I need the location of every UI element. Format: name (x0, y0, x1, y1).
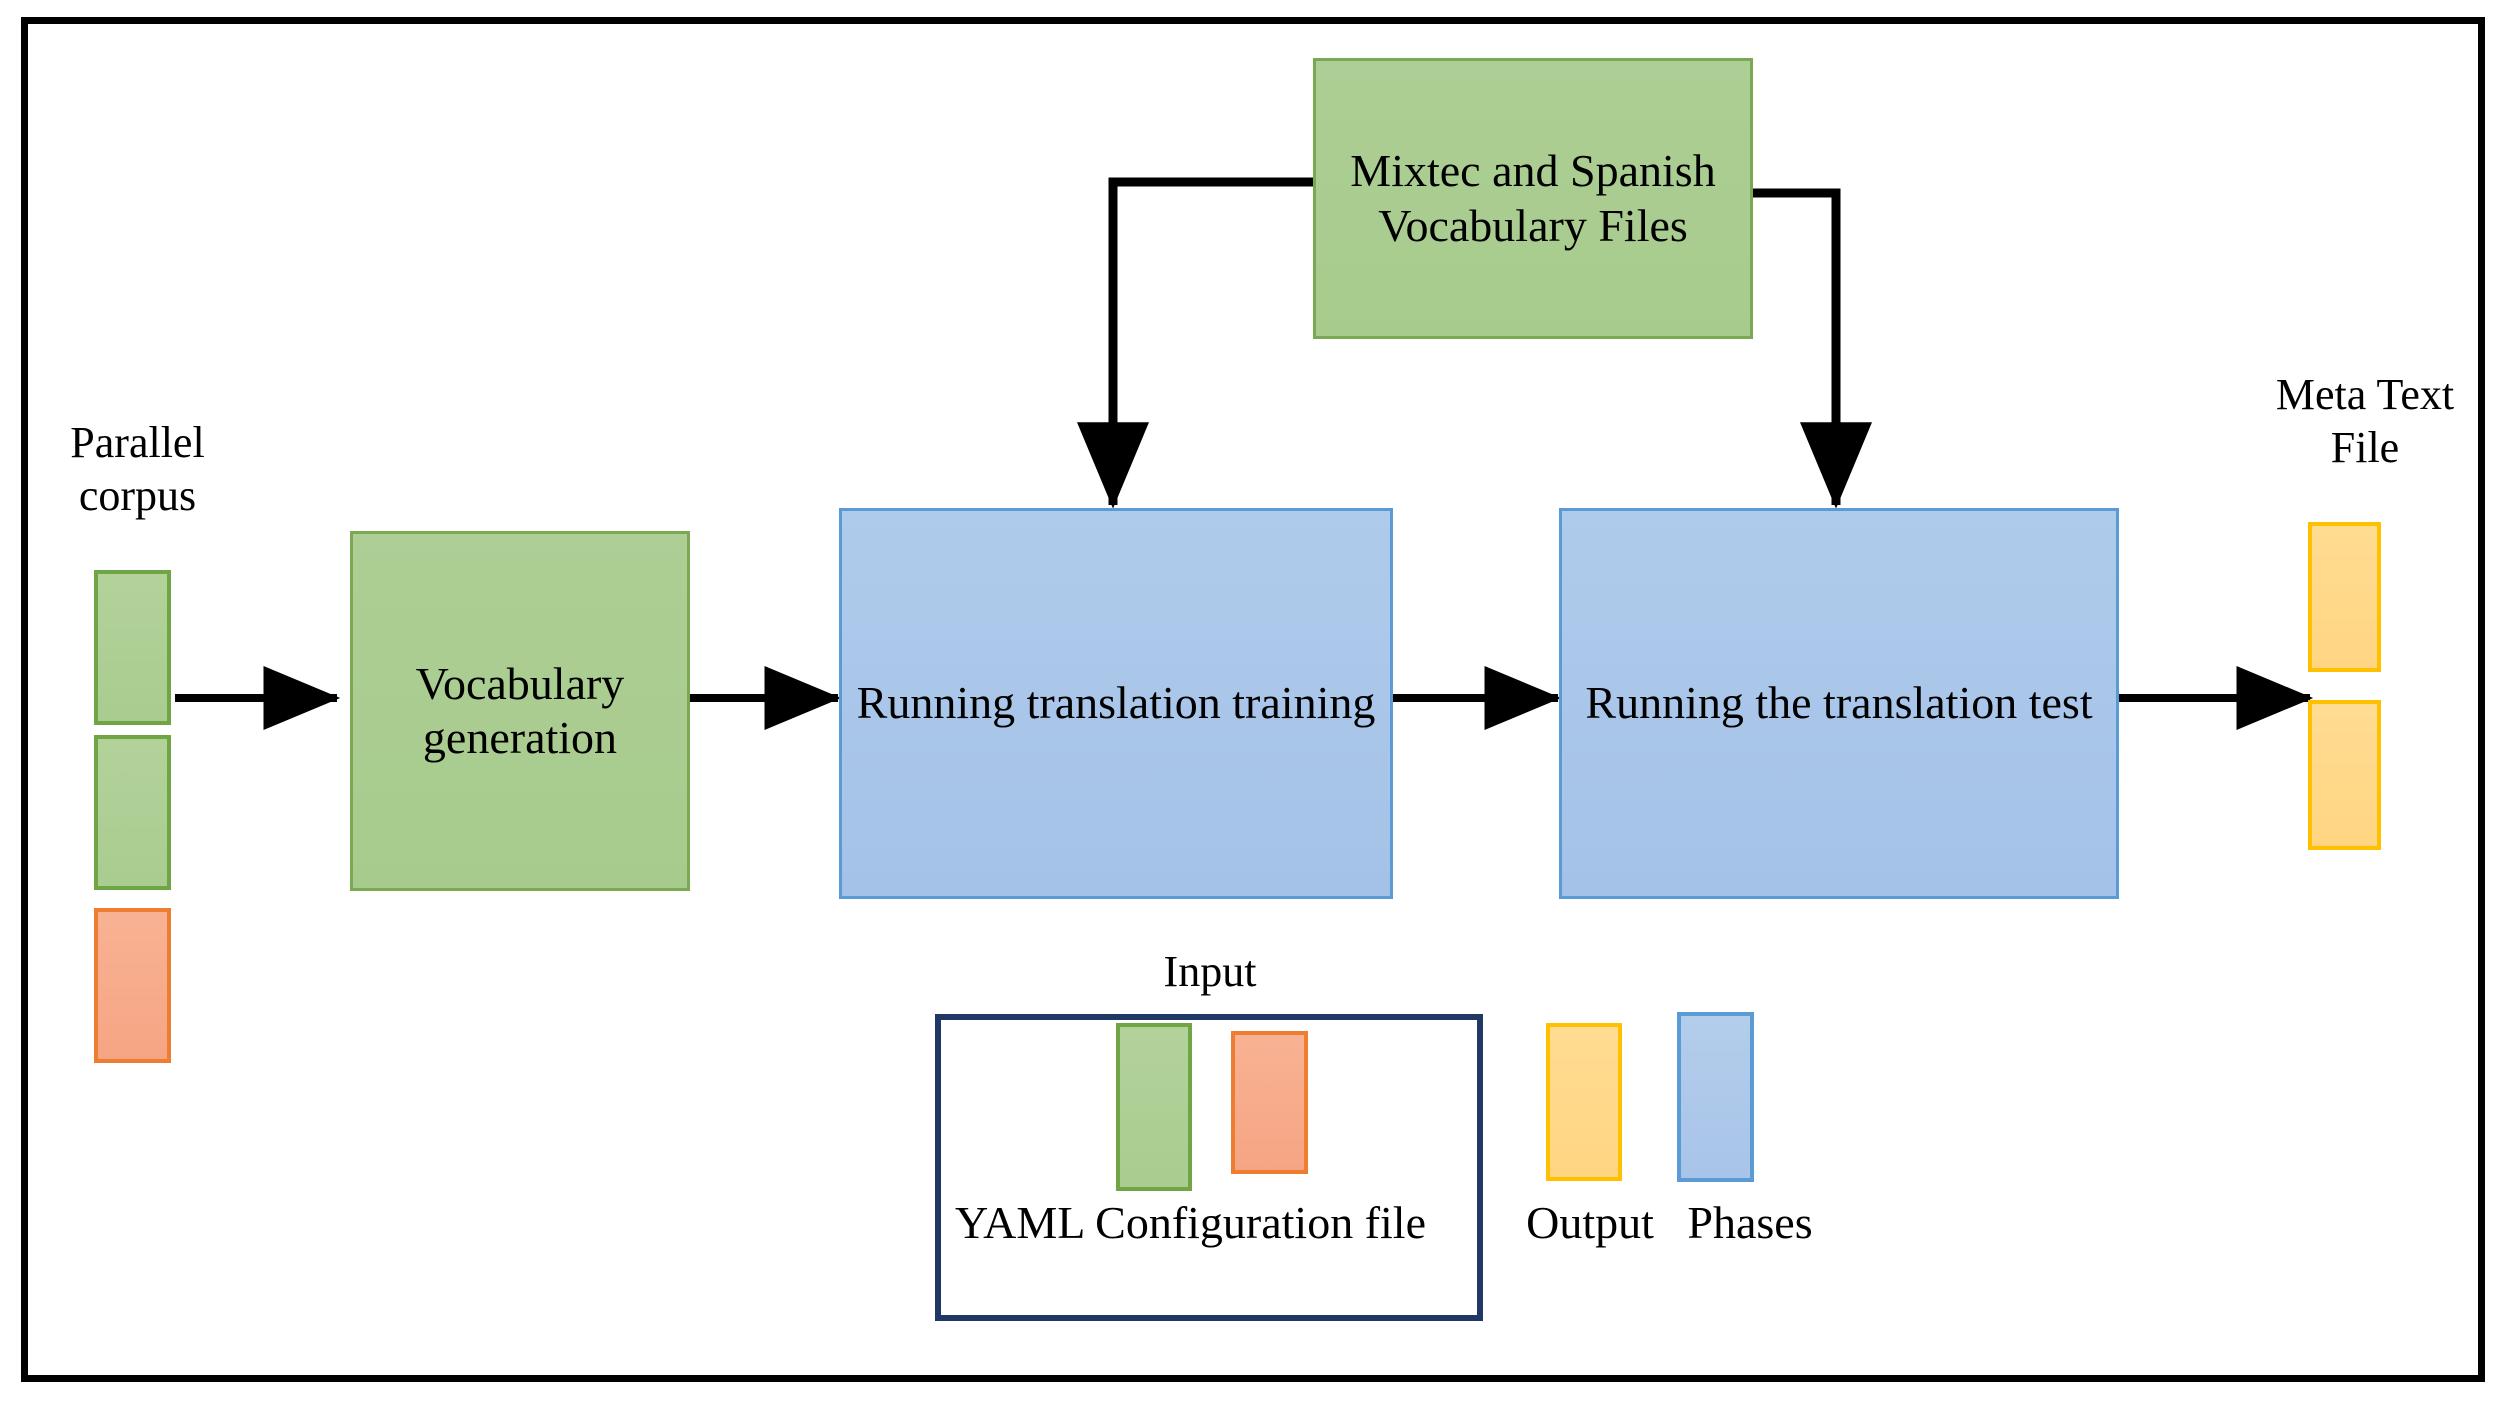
parallel-corpus-strip-green-2 (94, 735, 171, 890)
parallel-corpus-label: Parallel corpus (70, 418, 205, 520)
legend-input-caption: YAML Configuration file (955, 1197, 1427, 1248)
legend-swatch-config-orange (1231, 1031, 1308, 1174)
node-mixtec-spanish-vocabulary-files[interactable]: Mixtec and Spanish Vocabulary Files (1313, 58, 1753, 339)
meta-text-file-label: Meta Text File (2275, 370, 2455, 472)
legend-input-frame (935, 1014, 1483, 1321)
legend-input-title: Input (1163, 947, 1257, 996)
node-running-translation-training[interactable]: Running translation training (839, 508, 1393, 899)
legend-phases-label: Phases (1687, 1197, 1813, 1248)
parallel-corpus-strip-orange (94, 908, 171, 1063)
node-running-translation-test[interactable]: Running the translation test (1559, 508, 2119, 899)
meta-text-file-strip-2 (2308, 700, 2381, 850)
legend-swatch-output-yellow (1546, 1023, 1622, 1181)
parallel-corpus-strip-green-1 (94, 570, 171, 725)
meta-text-file-strip-1 (2308, 522, 2381, 672)
legend-swatch-yaml-green (1116, 1023, 1192, 1191)
legend-output-label: Output (1526, 1197, 1654, 1248)
legend-swatch-phases-blue (1677, 1012, 1754, 1182)
diagram-outer-frame (21, 17, 2485, 1382)
node-vocabulary-generation[interactable]: Vocabulary generation (350, 531, 690, 891)
